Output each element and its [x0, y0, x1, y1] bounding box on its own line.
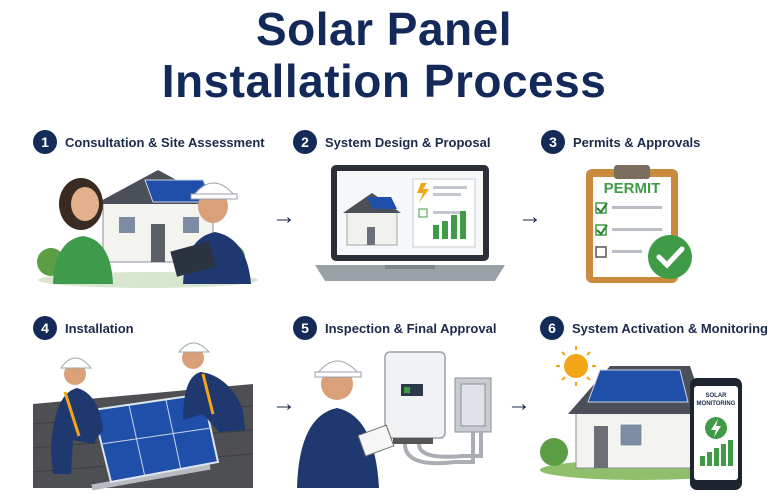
laptop-design-illustration [315, 165, 505, 285]
step-3-number: 3 [541, 130, 565, 154]
consultation-illustration [33, 162, 263, 287]
step-2-label: System Design & Proposal [325, 135, 490, 150]
title-line-1: Solar Panel [0, 4, 768, 54]
step-1-number: 1 [33, 130, 57, 154]
inspection-illustration [295, 344, 495, 488]
step-1-header: 1 Consultation & Site Assessment [33, 130, 265, 154]
step-4-label: Installation [65, 321, 134, 336]
phone-title-line-1: SOLAR [694, 393, 738, 399]
phone-title-line-2: MONITORING [694, 401, 738, 407]
arrow-1-2: → [272, 205, 296, 229]
step-1-label: Consultation & Site Assessment [65, 135, 265, 150]
step-5-header: 5 Inspection & Final Approval [293, 316, 496, 340]
step-3-header: 3 Permits & Approvals [541, 130, 700, 154]
step-2-header: 2 System Design & Proposal [293, 130, 490, 154]
arrow-2-3: → [518, 205, 542, 229]
step-6-number: 6 [540, 316, 564, 340]
arrow-4-5: → [272, 392, 296, 416]
activation-monitoring-illustration [540, 344, 760, 494]
installation-illustration [33, 344, 253, 488]
step-4-number: 4 [33, 316, 57, 340]
step-2-number: 2 [293, 130, 317, 154]
step-5-number: 5 [293, 316, 317, 340]
step-3-label: Permits & Approvals [573, 135, 700, 150]
step-6-label: System Activation & Monitoring [572, 321, 768, 336]
permit-heading: PERMIT [593, 180, 671, 197]
step-4-header: 4 Installation [33, 316, 134, 340]
step-5-label: Inspection & Final Approval [325, 321, 496, 336]
title-line-2: Installation Process [0, 56, 768, 106]
arrow-5-6: → [507, 392, 531, 416]
step-6-header: 6 System Activation & Monitoring [540, 316, 768, 340]
